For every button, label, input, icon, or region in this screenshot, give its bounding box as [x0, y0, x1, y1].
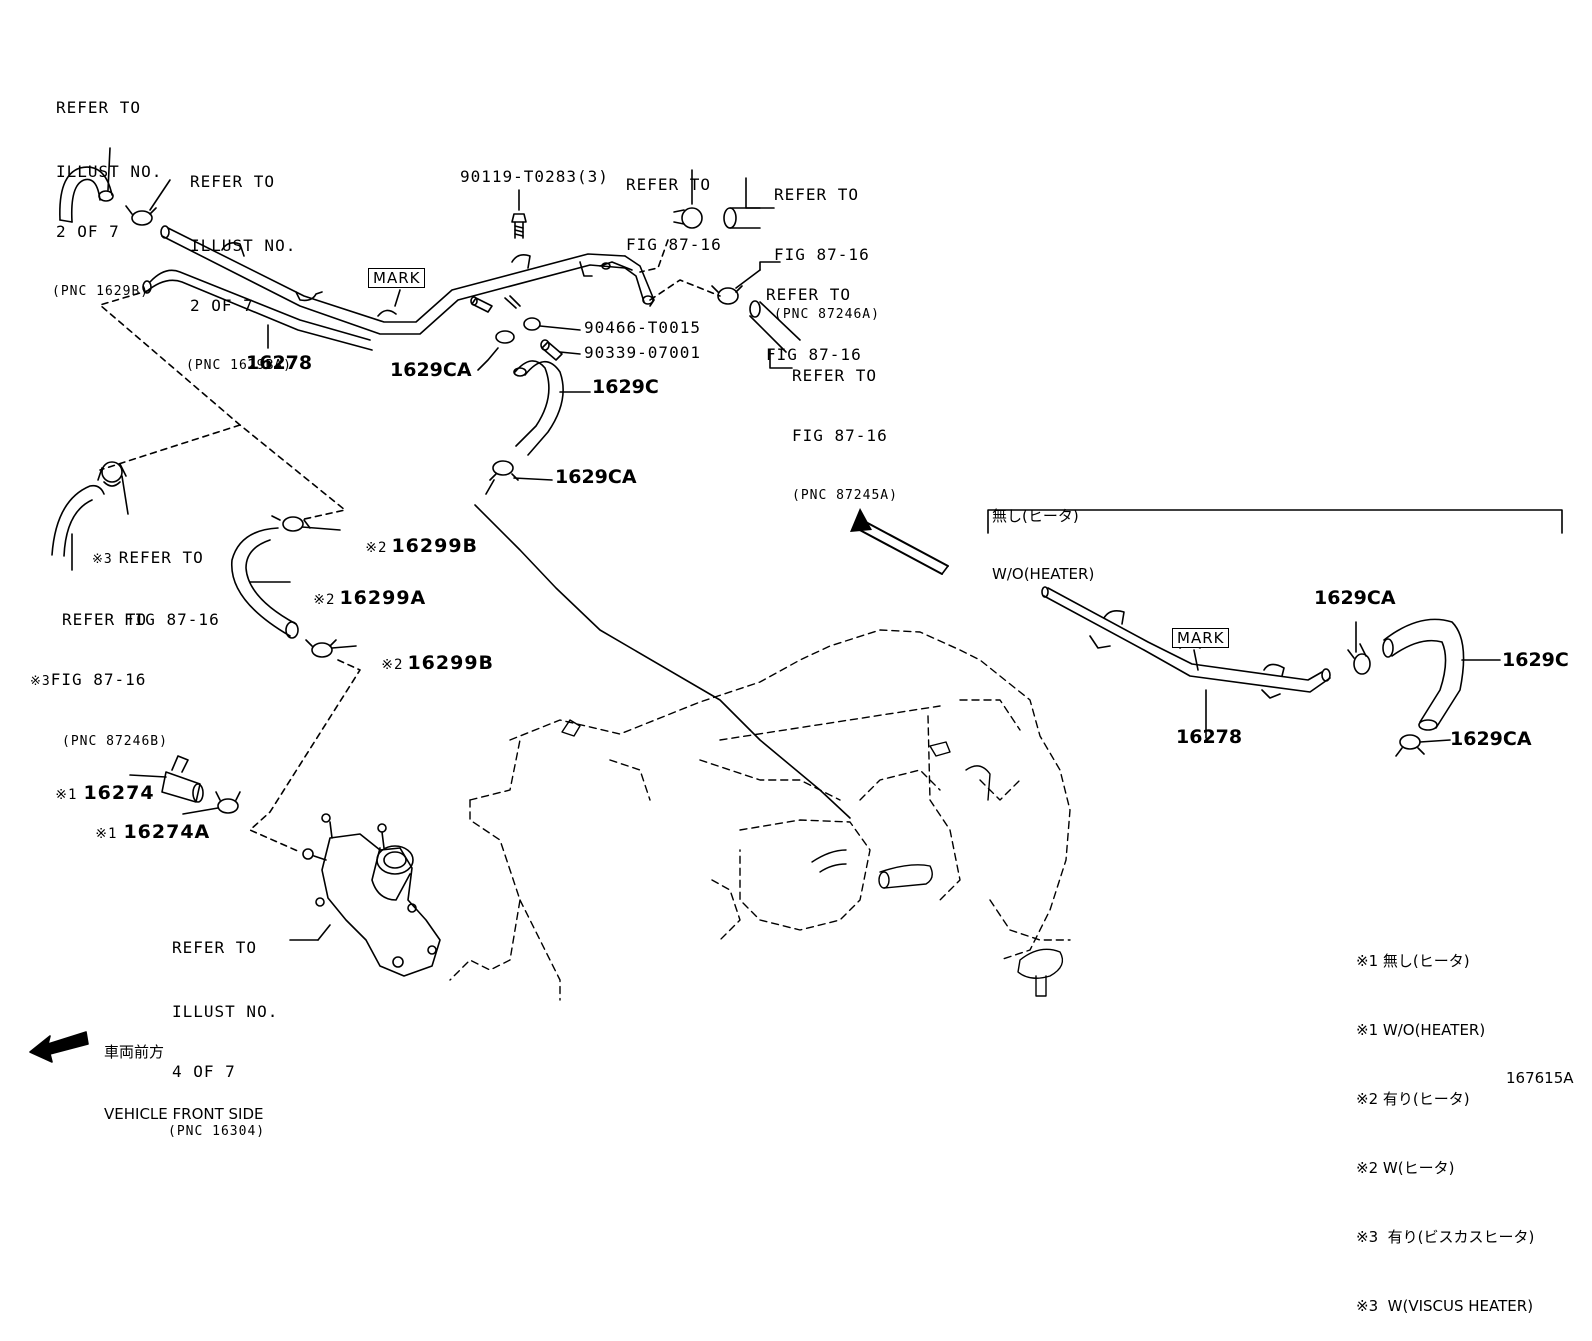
ref-fig8716-top: REFER TO FIG 87-16 — [626, 175, 722, 254]
part-1629c-alt: 1629C — [1502, 649, 1569, 671]
ref-illust-2of7-1629ba: REFER TO ILLUST NO. 2 OF 7 (PNC 1629BA) — [186, 172, 297, 373]
figure-id: 167615A — [1506, 1069, 1574, 1087]
mark-box-main: MARK — [368, 268, 426, 288]
hose-87246b-drawing — [51, 461, 129, 571]
ref-fig8716-87246a: REFER TO FIG 87-16 (PNC 87246A) — [774, 185, 880, 322]
ref-illust-2of7-1629b: REFER TO ILLUST NO. 2 OF 7 (PNC 1629B) — [52, 98, 163, 299]
part-1629ca-alt1: 1629CA — [1314, 587, 1396, 609]
hose-1629c-drawing — [474, 360, 851, 819]
part-1629ca-2: 1629CA — [555, 466, 637, 488]
bolt-90119-drawing — [511, 189, 527, 239]
alt-hose-1629c-drawing — [1347, 618, 1501, 757]
vehicle-front-label: 車両前方 VEHICLE FRONT SIDE — [104, 1043, 264, 1123]
parts-diagram-drawing — [29, 147, 1563, 1063]
variant-bracket — [987, 509, 1563, 534]
part-1629c-main: 1629C — [592, 376, 659, 398]
water-pump-drawing — [289, 813, 441, 977]
clamp-1629ba-drawing — [125, 179, 171, 226]
part-16278-main: 16278 — [246, 352, 313, 374]
hose-16299a-drawing — [231, 515, 357, 658]
alt-pipe-16278-drawing — [1041, 586, 1331, 739]
part-90339: 90339-07001 — [584, 343, 701, 362]
part-90119: 90119-T0283(3) — [460, 167, 609, 186]
variant-arrow — [850, 508, 949, 575]
right-hoses-drawing — [673, 169, 801, 369]
part-16274-drawing — [129, 755, 241, 815]
part-1629ca-alt2: 1629CA — [1450, 728, 1532, 750]
ref-fig8716-87245a: REFER TO FIG 87-16 (PNC 87245A) — [792, 366, 898, 503]
pipe-16278-drawing — [142, 225, 655, 351]
ref-illust-4of7: REFER TO ILLUST NO. 4 OF 7 (PNC 16304) — [168, 938, 279, 1139]
vehicle-front-arrow — [29, 1031, 89, 1063]
part-90466: 90466-T0015 — [584, 318, 701, 337]
engine-outline-drawing — [449, 629, 1071, 1001]
mark-box-alt: MARK — [1172, 628, 1230, 648]
part-16278-alt: 16278 — [1176, 726, 1243, 748]
small-hoses-drawing — [470, 295, 581, 371]
part-1629ca-1: 1629CA — [390, 359, 472, 381]
variant-label: 無し(ヒータ) W/O(HEATER) — [992, 507, 1095, 583]
engine-solid-details — [561, 719, 1064, 997]
ref-fig8716-87246b: REFER TO ※3FIG 87-16 (PNC 87246B) — [30, 610, 168, 749]
hose-1629b-drawing — [59, 147, 114, 223]
footnote-legend: ※1 無し(ヒータ) ※1 W/O(HEATER) ※2 有り(ヒータ) ※2 … — [1356, 952, 1535, 1315]
dashed-leaders — [99, 239, 721, 853]
ref-fig8716-mid: REFER TO FIG 87-16 — [766, 285, 862, 364]
